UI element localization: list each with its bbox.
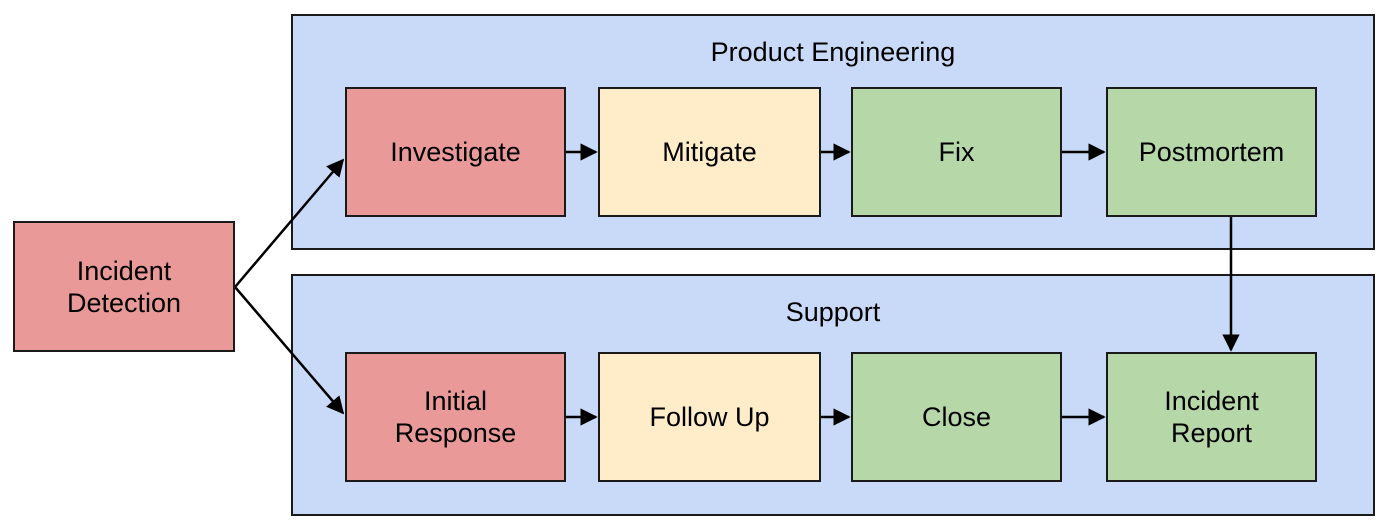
node-incident-detection[interactable]: Incident Detection (13, 221, 235, 352)
node-postmortem[interactable]: Postmortem (1106, 87, 1317, 217)
node-label-incident-report: Incident Report (1164, 386, 1259, 448)
node-label-follow-up: Follow Up (649, 402, 770, 432)
node-label-investigate: Investigate (390, 137, 521, 167)
node-incident-report[interactable]: Incident Report (1106, 352, 1317, 482)
swimlane-title-product-engineering: Product Engineering (710, 37, 956, 67)
node-label-incident-detection: Incident Detection (66, 255, 182, 318)
node-label-postmortem: Postmortem (1138, 137, 1285, 167)
node-investigate[interactable]: Investigate (345, 87, 566, 217)
node-close[interactable]: Close (851, 352, 1062, 482)
node-initial-response[interactable]: Initial Response (345, 352, 566, 482)
node-fix[interactable]: Fix (851, 87, 1062, 217)
node-mitigate[interactable]: Mitigate (598, 87, 821, 217)
node-follow-up[interactable]: Follow Up (598, 352, 821, 482)
node-label-fix: Fix (938, 137, 975, 167)
node-label-close: Close (921, 402, 992, 432)
swimlane-title-support: Support (785, 297, 881, 327)
node-label-initial-response: Initial Response (394, 386, 517, 448)
node-label-mitigate: Mitigate (662, 137, 757, 167)
